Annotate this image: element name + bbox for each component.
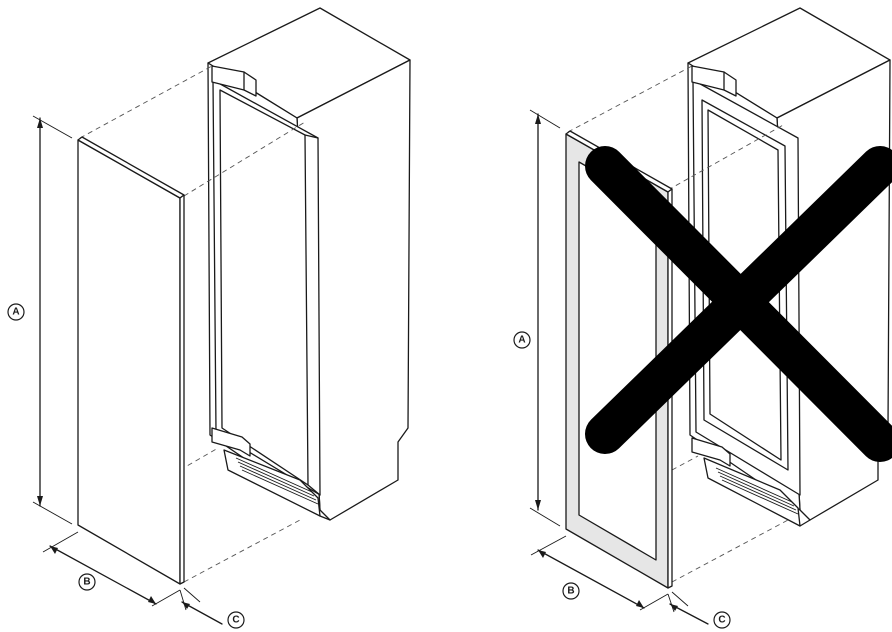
left-refrigerator-unit [207,7,411,521]
callout-b-label: B [567,586,574,597]
callout-c-label: C [232,615,239,626]
left-dimension-a [32,115,73,525]
callout-a-label: A [12,307,19,318]
callout-a-label: A [518,335,525,346]
callout-c-label: C [718,615,725,626]
toe-kick-grille [703,457,801,527]
left-overlay-panel [77,136,185,585]
bottom-hinge [691,437,731,467]
right-projection-lines [567,65,789,583]
bottom-hinge [211,427,251,457]
right-figure: A B C [513,7,892,629]
right-dimension-c [667,591,709,625]
left-figure: A B C [7,7,411,629]
right-callout-a: A [513,331,531,349]
right-dimension-a [529,109,561,527]
cabinet-side [296,59,411,521]
left-projection-lines [79,65,306,583]
right-callout-b: B [562,582,580,600]
left-dimension-c [179,587,223,625]
left-callout-a: A [7,303,25,321]
left-dimension-b [42,531,181,607]
panel-edge-side [179,194,185,585]
incorrect-cross-mark [585,146,892,462]
callout-b-label: B [83,577,90,588]
panel-front-face [77,139,181,585]
left-callout-c: C [227,611,245,629]
right-glass-frame-panel [565,130,673,589]
right-dimension-b [530,535,669,611]
left-callout-b: B [78,573,96,591]
right-callout-c: C [713,611,731,629]
